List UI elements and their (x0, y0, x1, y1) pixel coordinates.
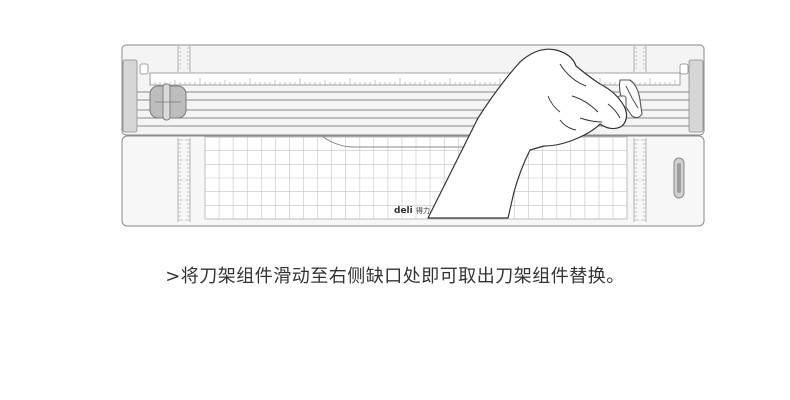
cutter-head (149, 83, 187, 121)
grid-lines (204, 136, 627, 219)
base-notch (321, 135, 470, 148)
brand-logo-cn: 得力 (416, 206, 430, 215)
hand-illustration (427, 48, 628, 219)
rail-left-scale (177, 46, 191, 72)
trimmer-base: deli 得力 (121, 135, 705, 227)
rail-right-endcap (688, 59, 704, 133)
paper-trimmer-illustration: deli 得力 (121, 44, 705, 227)
brand-logo: deli (394, 206, 413, 216)
base-scale-ticks (178, 139, 646, 221)
rail-left-endcap (122, 59, 138, 133)
rail-scale-ticks (178, 47, 646, 69)
rail-right-scale (633, 46, 647, 72)
instruction-caption: >将刀架组件滑动至右侧缺口处即可取出刀架组件替换。 (165, 266, 625, 287)
